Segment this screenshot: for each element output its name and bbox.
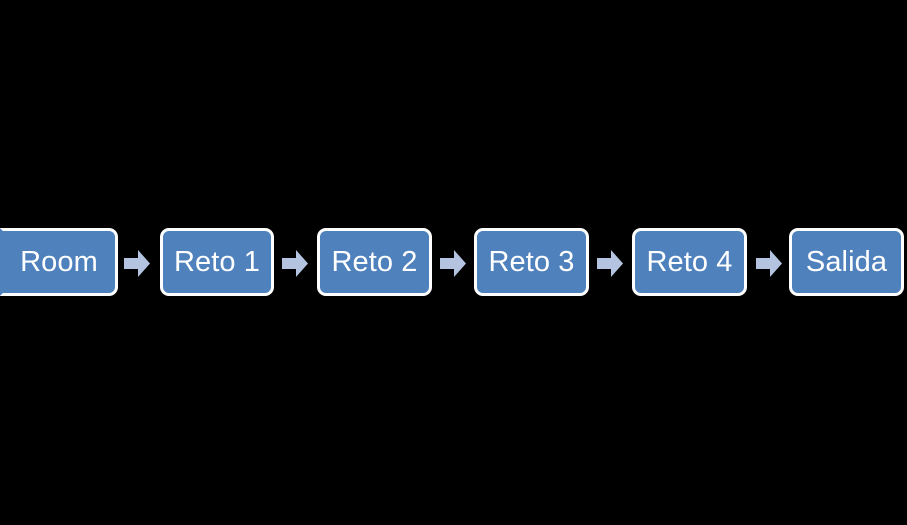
arrow-right-icon: [756, 250, 782, 277]
flow-node-label: Room: [20, 245, 98, 278]
flow-node-label: Reto 4: [646, 245, 733, 278]
arrow-right-icon: [597, 250, 623, 277]
flow-node-reto-3[interactable]: Reto 3: [474, 228, 589, 296]
flow-node-reto-1[interactable]: Reto 1: [160, 228, 274, 296]
flow-node-salida[interactable]: Salida: [789, 228, 904, 296]
flow-node-label: Reto 1: [173, 245, 261, 278]
flow-node-label: Reto 2: [331, 245, 418, 278]
flow-node-label: Reto 3: [488, 245, 575, 278]
flow-node-reto-2[interactable]: Reto 2: [317, 228, 432, 296]
flow-node-reto-4[interactable]: Reto 4: [632, 228, 747, 296]
arrow-right-icon: [282, 250, 308, 277]
flow-row: Room Reto 1 Reto 2: [0, 228, 907, 298]
arrow-right-icon: [124, 250, 150, 277]
flow-node-room[interactable]: Room: [0, 228, 118, 296]
arrow-right-icon: [440, 250, 466, 277]
flow-node-label: Salida: [805, 245, 888, 278]
